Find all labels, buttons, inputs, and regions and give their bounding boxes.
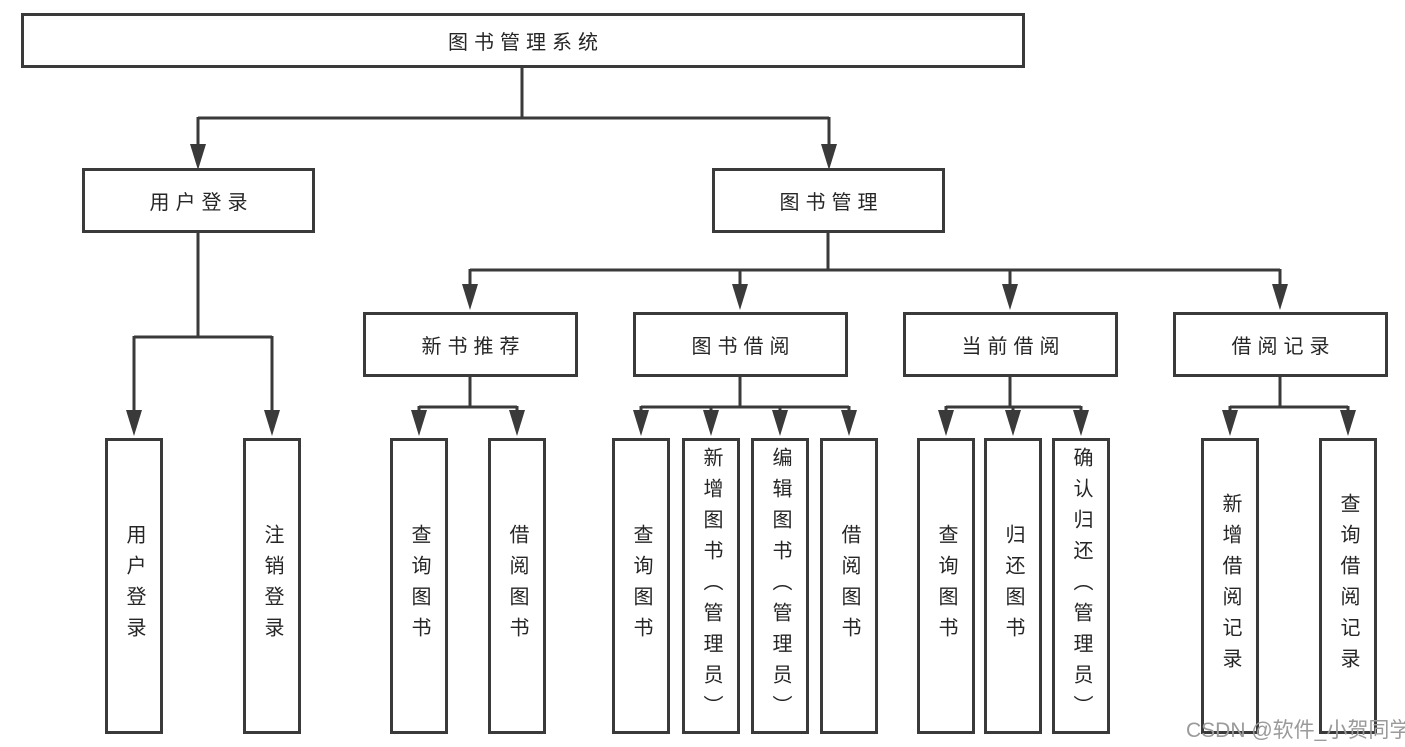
node-label: 查询图书: [408, 524, 430, 648]
node-label: 新增借阅记录: [1219, 493, 1241, 679]
arrowhead-icons: [126, 144, 1356, 436]
node-label: 归还图书: [1002, 524, 1024, 648]
node-new-book-recommendation: 新书推荐: [363, 312, 578, 377]
node-label: 借阅图书: [838, 524, 860, 648]
node-label: 查询借阅记录: [1337, 493, 1359, 679]
node-label: 借阅图书: [506, 524, 528, 648]
csdn-watermark: CSDN @软件_小贺同学: [1186, 719, 1405, 742]
node-label: 借阅记录: [1231, 336, 1336, 358]
node-label: 当前借阅: [961, 336, 1066, 358]
node-borrowing-records: 借阅记录: [1173, 312, 1388, 377]
node-label: 编辑图书（管理员）: [769, 446, 791, 726]
node-confirm-return-admin: 确认归还（管理员）: [1052, 438, 1110, 734]
node-query-books-current: 查询图书: [917, 438, 975, 734]
node-add-books-admin: 新增图书（管理员）: [682, 438, 740, 734]
node-label: 注销登录: [261, 524, 283, 648]
node-label: 图书管理系统: [448, 32, 604, 54]
node-add-borrow-record: 新增借阅记录: [1201, 438, 1259, 734]
node-logout: 注销登录: [243, 438, 301, 734]
node-label: 确认归还（管理员）: [1070, 446, 1092, 726]
node-query-borrow-record: 查询借阅记录: [1319, 438, 1377, 734]
node-label: 图书管理: [779, 192, 884, 214]
node-label: 查询图书: [935, 524, 957, 648]
node-borrow-books-recommend: 借阅图书: [488, 438, 546, 734]
node-query-books-recommend: 查询图书: [390, 438, 448, 734]
node-edit-books-admin: 编辑图书（管理员）: [751, 438, 809, 734]
node-query-books-borrowing: 查询图书: [612, 438, 670, 734]
node-user-login-leaf: 用户登录: [105, 438, 163, 734]
node-label: 用户登录: [149, 192, 254, 214]
node-label: 查询图书: [630, 524, 652, 648]
node-borrow-books-borrowing: 借阅图书: [820, 438, 878, 734]
node-label: 新书推荐: [421, 336, 526, 358]
node-current-borrowing: 当前借阅: [903, 312, 1118, 377]
node-label: 新增图书（管理员）: [700, 446, 722, 726]
node-label: 图书借阅: [691, 336, 796, 358]
node-label: 用户登录: [123, 524, 145, 648]
node-library-management-system: 图书管理系统: [21, 13, 1025, 68]
node-book-borrowing: 图书借阅: [633, 312, 848, 377]
node-book-management: 图书管理: [712, 168, 945, 233]
node-user-login: 用户登录: [82, 168, 315, 233]
node-return-books: 归还图书: [984, 438, 1042, 734]
